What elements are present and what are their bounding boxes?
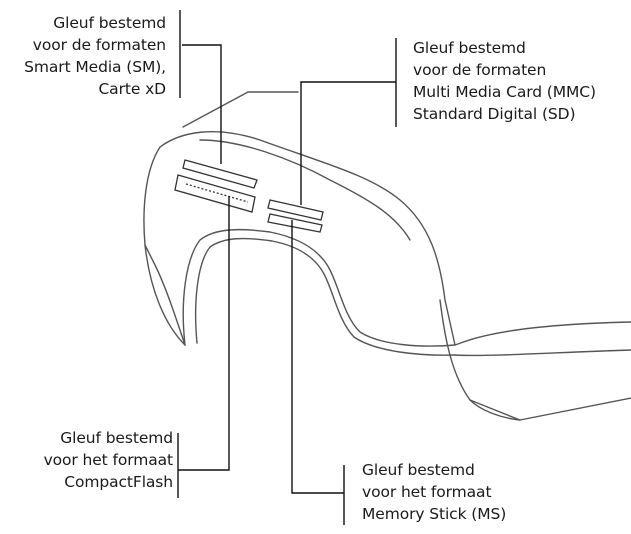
compactflash-slot — [174, 174, 256, 213]
callout-mmc-sd: Gleuf bestemd voor de formaten Multi Med… — [413, 37, 596, 125]
callout-line: Gleuf bestemd — [60, 429, 173, 447]
callout-line: Memory Stick (MS) — [362, 505, 507, 523]
callout-line: Gleuf bestemd — [53, 14, 166, 32]
leader-lines — [177, 10, 397, 525]
card-reader-body — [143, 91, 631, 421]
callout-line: Carte xD — [98, 80, 166, 98]
callout-line: Smart Media (SM), — [24, 58, 166, 76]
callout-line: Gleuf bestemd — [413, 39, 526, 57]
callout-line: Standard Digital (SD) — [413, 105, 576, 123]
callout-line: CompactFlash — [64, 473, 173, 491]
smartmedia-slot — [182, 159, 258, 189]
callout-line: voor de formaten — [32, 36, 166, 54]
callout-line: voor het formaat — [362, 483, 492, 501]
callout-line: Gleuf bestemd — [362, 461, 475, 479]
callout-compactflash: Gleuf bestemd voor het formaat CompactFl… — [43, 427, 174, 493]
card-slots — [174, 159, 324, 233]
callout-memory-stick: Gleuf bestemd voor het formaat Memory St… — [362, 459, 506, 525]
callout-line: voor het formaat — [43, 451, 174, 469]
callout-smartmedia-xd: Gleuf bestemd voor de formaten Smart Med… — [24, 12, 166, 100]
callout-line: Multi Media Card (MMC) — [413, 83, 596, 101]
sd-mmc-slot — [267, 199, 324, 221]
callout-line: voor de formaten — [413, 61, 547, 79]
memory-stick-slot — [267, 213, 323, 233]
